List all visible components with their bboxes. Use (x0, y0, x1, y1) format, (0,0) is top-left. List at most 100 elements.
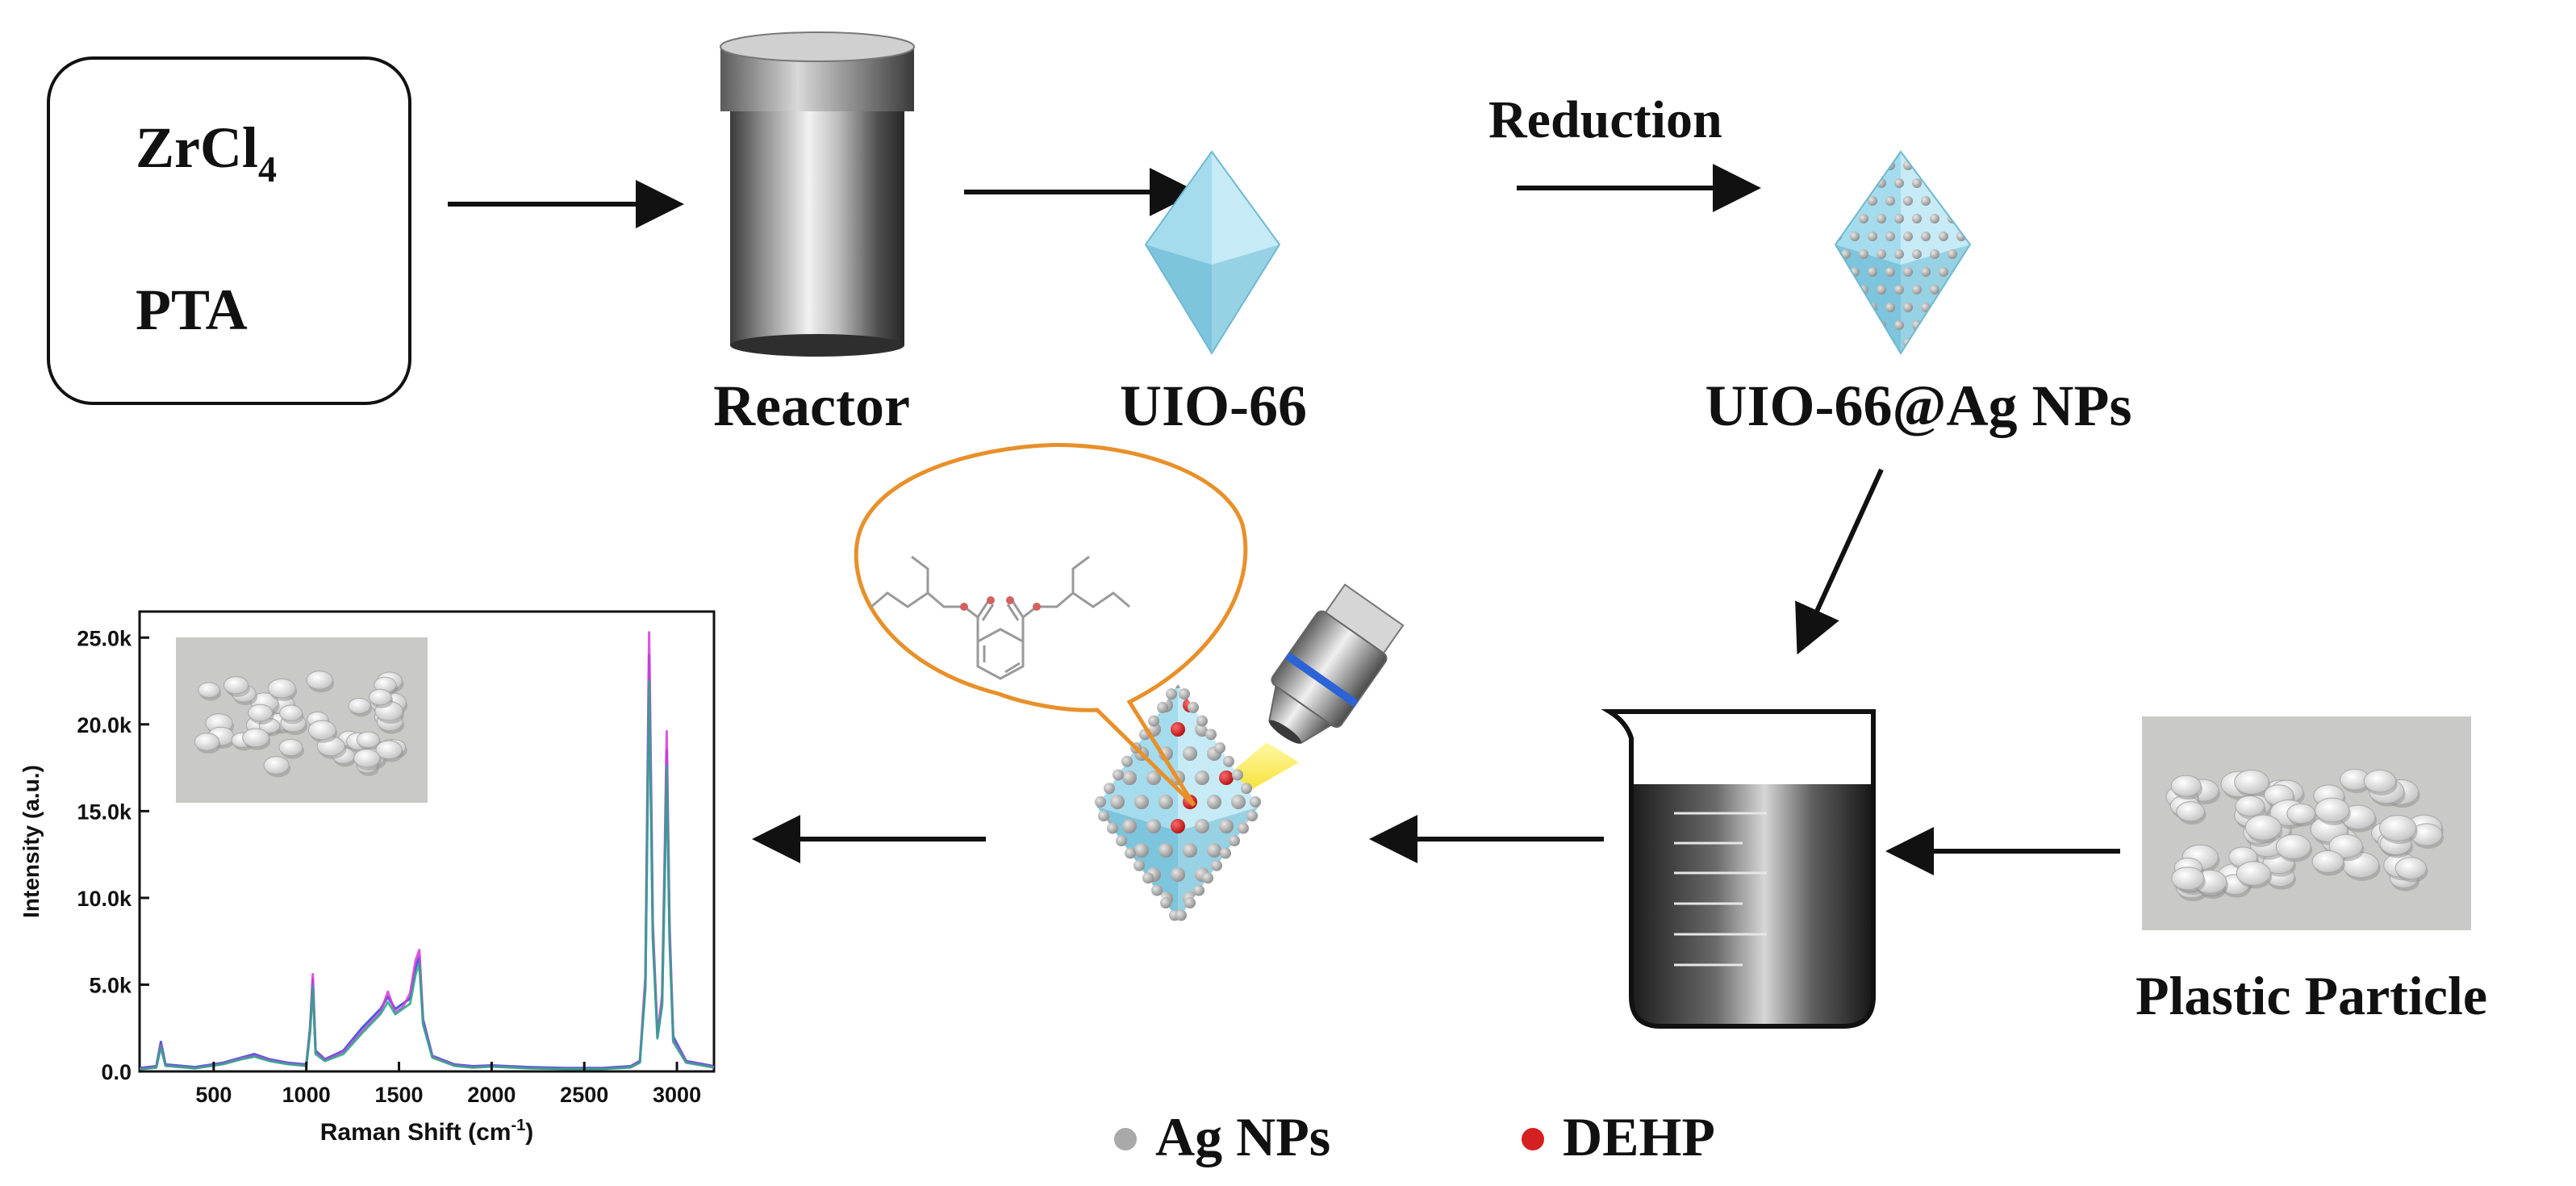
ag-particle (1231, 892, 1246, 906)
plastic-pellet (307, 720, 336, 741)
ag-particle (1159, 843, 1173, 858)
plastic-pellet (2170, 775, 2202, 797)
ag-particle (1841, 143, 1851, 152)
ag-particle (1220, 847, 1231, 859)
ag-particle (1877, 249, 1886, 259)
y-axis-label: Intensity (a.u.) (19, 765, 44, 918)
ag-particle (1159, 795, 1173, 809)
ag-particle (1122, 684, 1137, 688)
ag-particle (1823, 214, 1833, 223)
ag-particle (1965, 178, 1970, 188)
plastic-pellet (263, 756, 290, 775)
ag-particle (1246, 810, 1258, 822)
ag-particle (1074, 722, 1088, 737)
ag-particle (1948, 285, 1957, 294)
ag-particle (1859, 214, 1868, 223)
ag-particle (1939, 232, 1948, 241)
ag-particle (1110, 795, 1125, 809)
ag-particle (1850, 161, 1860, 170)
ag-legend-label: Ag NPs (1155, 1106, 1330, 1167)
plastic-pellets-photo (2142, 716, 2471, 930)
ag-particle (1160, 897, 1171, 908)
ag-particle (1122, 916, 1137, 920)
ag-particle (1196, 715, 1208, 727)
ag-particle (1171, 867, 1185, 882)
ag-particle (1948, 249, 1957, 259)
ag-particle (1195, 819, 1209, 833)
plastic-pellet (2286, 803, 2316, 825)
ag-particle (1097, 746, 1100, 761)
plastic-pellet (2394, 857, 2428, 880)
ag-particle (1850, 196, 1860, 206)
ag-particle (1814, 196, 1824, 206)
ag-particle (1965, 214, 1970, 223)
plastic-pellet (2363, 769, 2397, 793)
ag-particle (1122, 867, 1137, 882)
ag-particle (1146, 916, 1161, 920)
ag-particle (1850, 303, 1860, 312)
edge-particles (1095, 688, 1261, 921)
ag-particle (1921, 267, 1931, 277)
dehp-particle (1255, 843, 1259, 858)
dehp-particle (1219, 770, 1234, 785)
ag-particle (1850, 338, 1860, 348)
plastic-particle-label: Plastic Particle (2136, 965, 2487, 1026)
ag-particle (1965, 320, 1970, 330)
ag-particle (1868, 338, 1877, 348)
x-tick-label: 3000 (653, 1083, 701, 1107)
ag-particle (1157, 701, 1168, 713)
plastic-pellet (2235, 795, 2265, 817)
ag-particle (1219, 867, 1234, 882)
ag-particle (1859, 178, 1868, 188)
arrow-down-to-beaker (1795, 468, 1884, 655)
ag-particle (1877, 214, 1886, 223)
plastic-pellet (356, 731, 380, 749)
ag-particle (1231, 795, 1246, 809)
ag-particle (1166, 688, 1177, 700)
plastic-pellet (242, 728, 269, 748)
ag-particle (1255, 892, 1259, 906)
plastic-pellet (353, 749, 381, 768)
ag-particle (1841, 178, 1851, 188)
ag-particle (1097, 843, 1100, 858)
ag-particle (1107, 822, 1118, 834)
ag-particle (1868, 161, 1877, 170)
plastic-pellet (2176, 801, 2206, 822)
ag-particle (1267, 819, 1282, 833)
ag-particle (1097, 892, 1100, 906)
ag-particle (1074, 674, 1088, 688)
ag-legend-dot (1114, 1128, 1137, 1151)
reactor-label: Reactor (713, 374, 910, 438)
ag-particle (1850, 232, 1860, 241)
ag-particle (1098, 867, 1113, 882)
plastic-pellet (2315, 797, 2350, 823)
ag-particle (1868, 232, 1877, 241)
ag-particle (1195, 684, 1209, 688)
ag-particle (1241, 783, 1252, 795)
ag-particle (1238, 822, 1249, 834)
ag-particle (1956, 267, 1966, 277)
ag-particle (1894, 249, 1904, 259)
ag-particle (1965, 285, 1970, 294)
ag-particle (1930, 285, 1939, 294)
plastic-pellet (2236, 861, 2271, 886)
ag-particle (1125, 847, 1136, 859)
beaker-icon (1601, 709, 1876, 1029)
ag-particle (1098, 770, 1113, 785)
ag-particle (1219, 722, 1234, 737)
y-tick-label: 10.0k (77, 887, 132, 911)
ag-particle (1184, 897, 1196, 908)
ag-particle (1814, 232, 1824, 241)
ag-particle (1903, 196, 1913, 206)
ag-particle (1930, 143, 1939, 152)
ag-particle (1859, 143, 1868, 152)
plastic-pellet (2275, 833, 2311, 859)
ag-particle (1823, 249, 1833, 259)
ag-particle (1122, 819, 1137, 833)
ag-particle (1921, 196, 1931, 206)
plastic-pellet (2234, 769, 2269, 795)
ag-particle (1956, 338, 1966, 348)
ag-particle (1142, 872, 1154, 884)
ag-particle (1859, 249, 1868, 259)
ag-particle (1939, 267, 1948, 277)
